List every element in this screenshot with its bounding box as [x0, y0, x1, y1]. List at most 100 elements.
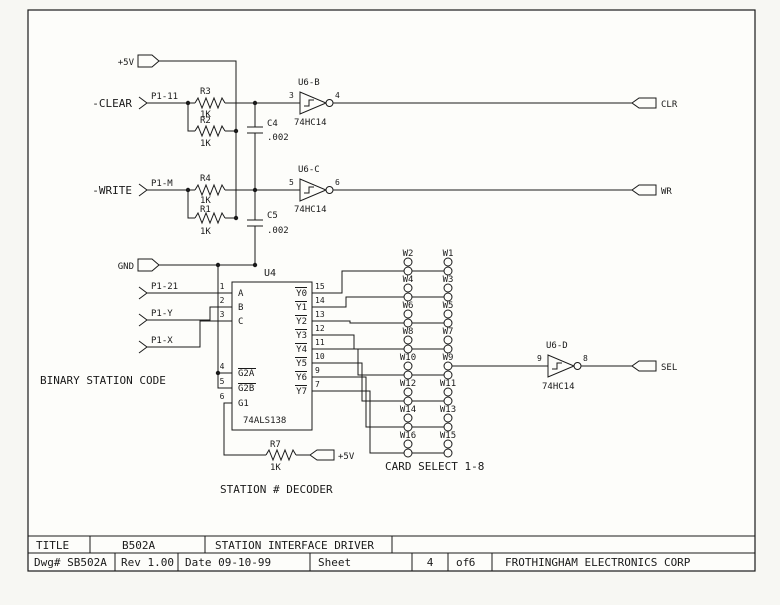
r7-supply-label: +5V: [338, 452, 355, 462]
clear-connector-label: P1-11: [151, 92, 178, 102]
jumper-label-w12: W12: [400, 379, 416, 389]
u4-pin9: 9: [315, 366, 320, 375]
jumper-label-w7: W7: [443, 327, 454, 337]
decoder-body: [231, 281, 313, 431]
schmitt-symbol: [304, 186, 314, 194]
u6c-part: 74HC14: [294, 205, 327, 215]
jumper-label-w5: W5: [443, 301, 454, 311]
u4-pin12: 12: [315, 324, 325, 333]
u6b-ref: U6-B: [298, 78, 320, 88]
u4-en-g1: G1: [238, 399, 249, 409]
decoder-input-wires: [147, 292, 266, 456]
titleblock-doc-number: B502A: [122, 539, 155, 552]
clear-circuit: -CLEAR P1-11 +5V R3 1K R2 1K C4 .002 U6-…: [92, 54, 678, 218]
resistor-r4: [194, 183, 226, 197]
drawing-border: [27, 9, 756, 572]
decoder-u4: U4 74ALS138 P1-21 P1-Y P1-X 1 2 3 4 5 6 …: [138, 268, 444, 456]
supply-flag-icon: [137, 54, 160, 68]
p1-y-label: P1-Y: [151, 309, 173, 319]
card-select-caption: CARD SELECT 1-8: [385, 460, 484, 473]
ground-flag-icon: [137, 258, 160, 272]
jumper-pads-right: [443, 257, 453, 458]
wr-label: WR: [661, 187, 672, 197]
schmitt-symbol: [304, 99, 314, 107]
u4-out-y5: Y5: [296, 359, 307, 369]
jumper-label-w10: W10: [400, 353, 416, 363]
jumper-label-w6: W6: [403, 301, 414, 311]
r4-ref: R4: [200, 174, 211, 184]
u4-pin13: 13: [315, 310, 325, 319]
inverter-bubble: [325, 99, 334, 107]
jumper-label-w2: W2: [403, 249, 414, 259]
write-signal-label: -WRITE: [92, 184, 132, 197]
supply-flag-icon: [309, 449, 335, 461]
resistor-r7: [265, 448, 297, 462]
u6c-pin-in: 5: [289, 178, 294, 187]
inverter-u6d-icon: [547, 354, 576, 378]
u4-pin5: 5: [220, 377, 225, 386]
u6d-pin-out: 8: [583, 354, 588, 363]
u4-pin1: 1: [220, 282, 225, 291]
ground-node: GND: [118, 258, 258, 389]
u4-pin11: 11: [315, 338, 325, 347]
inverter-u6c-icon: [299, 178, 328, 202]
gnd-label: GND: [118, 262, 134, 272]
titleblock-of-label: of: [456, 556, 469, 569]
resistor-r1: [194, 211, 226, 225]
u4-out-y2: Y2: [296, 317, 307, 327]
junction-dot: [185, 187, 191, 193]
clr-flag-icon: [631, 97, 657, 109]
u4-pin15: 15: [315, 282, 325, 291]
sel-circuit: U6-D 74HC14 9 8 SEL: [452, 341, 677, 392]
jumper-label-w4: W4: [403, 275, 414, 285]
junction-dot: [215, 370, 221, 376]
jumper-label-w8: W8: [403, 327, 414, 337]
resistor-r3: [194, 96, 226, 110]
u4-out-y0: Y0: [296, 289, 307, 299]
u4-out-y1: Y1: [296, 303, 307, 313]
resistor-r2: [194, 124, 226, 138]
write-connector-label: P1-M: [151, 179, 173, 189]
jumper-label-w9: W9: [443, 353, 454, 363]
u6b-part: 74HC14: [294, 118, 327, 128]
decoder-output-wires: [312, 270, 444, 454]
wr-flag-icon: [631, 184, 657, 196]
u6b-pin-out: 4: [335, 91, 340, 100]
jumper-label-w1: W1: [443, 249, 454, 259]
junction-dot: [215, 262, 221, 268]
pullup-r7: R7 1K +5V: [265, 440, 355, 473]
u4-out-y4: Y4: [296, 345, 307, 355]
r3-value: 1K: [200, 110, 211, 120]
u4-part: 74ALS138: [243, 416, 286, 426]
write-circuit: -WRITE P1-M R4 1K R1 1K C5 .002 U6-C 74H…: [92, 165, 672, 265]
u4-pin4: 4: [220, 362, 225, 371]
title-block: TITLE B502A STATION INTERFACE DRIVER Dwg…: [28, 535, 755, 571]
schmitt-symbol: [552, 362, 562, 370]
clr-label: CLR: [661, 100, 678, 110]
u6d-pin-in: 9: [537, 354, 542, 363]
sel-label: SEL: [661, 363, 677, 373]
station-decoder-caption: STATION # DECODER: [220, 483, 333, 496]
clear-signal-label: -CLEAR: [92, 97, 132, 110]
u4-ref: U4: [264, 268, 276, 279]
p1-21-label: P1-21: [151, 282, 178, 292]
junction-dot: [252, 100, 258, 106]
u4-out-y7: Y7: [296, 387, 307, 397]
u6d-part: 74HC14: [542, 382, 575, 392]
p1-x-label: P1-X: [151, 336, 173, 346]
u4-in-b: B: [238, 303, 243, 313]
u6b-pin-in: 3: [289, 91, 294, 100]
jumper-label-w13: W13: [440, 405, 456, 415]
u4-pin6: 6: [220, 392, 225, 401]
titleblock-sheet-number: 4: [427, 556, 434, 569]
junction-dot: [185, 100, 191, 106]
u4-pin3: 3: [220, 310, 225, 319]
titleblock-date: Date 09-10-99: [185, 556, 271, 569]
titleblock-company: FROTHINGHAM ELECTRONICS CORP: [505, 556, 691, 569]
titleblock-title: STATION INTERFACE DRIVER: [215, 539, 374, 552]
jumper-label-w11: W11: [440, 379, 456, 389]
titleblock-rev: Rev 1.00: [121, 556, 174, 569]
titleblock-title-label: TITLE: [36, 539, 69, 552]
u4-pin14: 14: [315, 296, 325, 305]
